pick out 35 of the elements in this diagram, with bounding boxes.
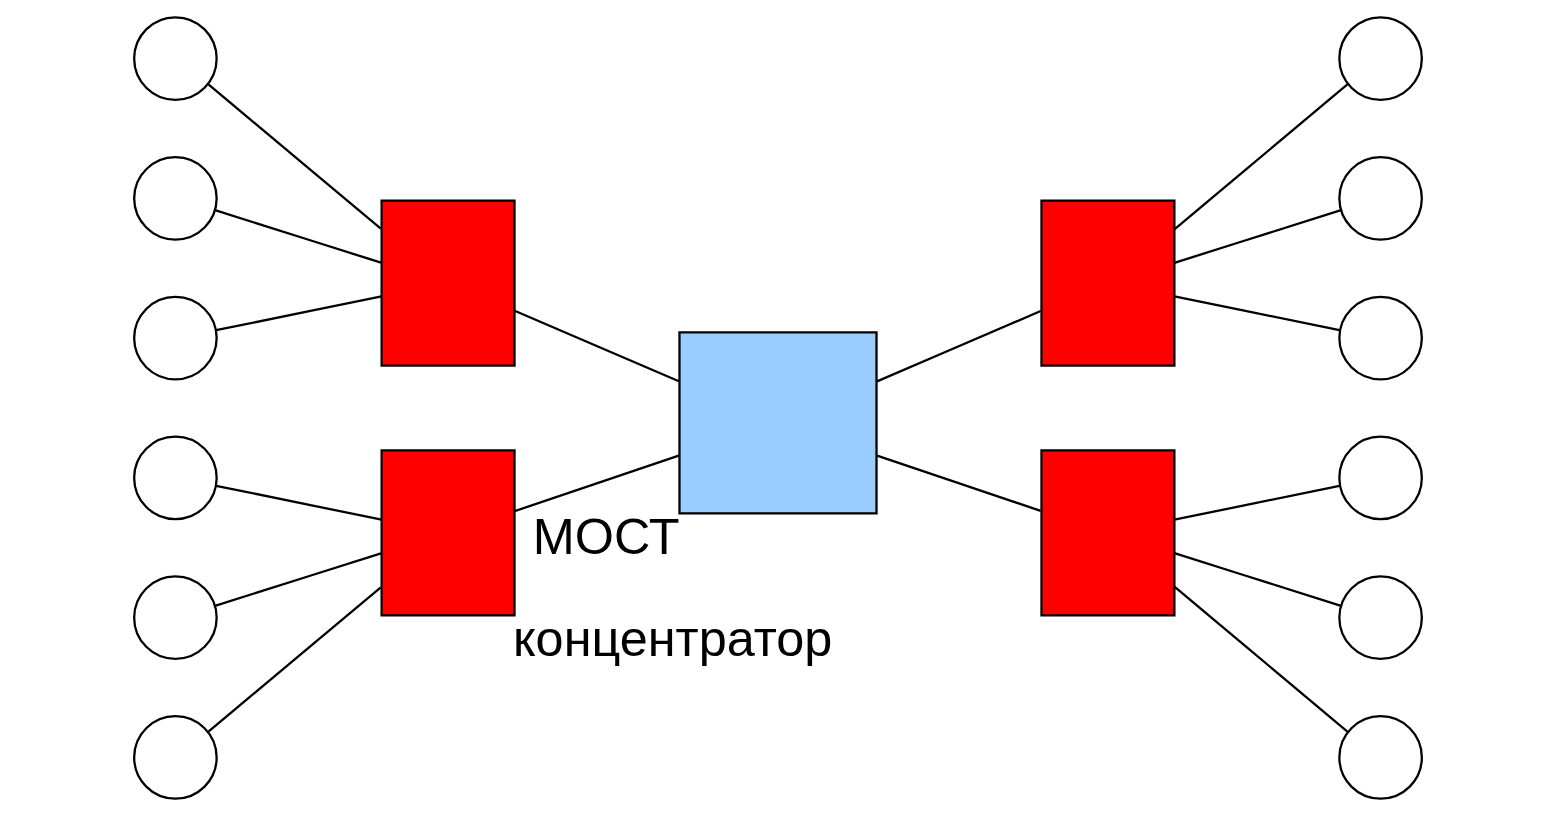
- node-box: [380, 199, 516, 367]
- connector: [214, 552, 382, 607]
- connector: [215, 484, 382, 521]
- connector: [215, 295, 382, 332]
- node-circle: [1338, 575, 1423, 661]
- node-label: МОСТ: [532, 507, 680, 565]
- node-circle: [1338, 155, 1423, 241]
- connector: [1174, 295, 1340, 332]
- node-box: [380, 449, 516, 617]
- node-label: концентратор: [513, 609, 833, 667]
- node-circle: [133, 435, 218, 521]
- node-circle: [1338, 435, 1423, 521]
- node-circle: [133, 155, 218, 241]
- node-circle: [133, 715, 218, 800]
- connector: [1173, 83, 1349, 231]
- connector: [514, 309, 680, 383]
- connector: [1174, 209, 1342, 264]
- connector: [207, 586, 382, 733]
- node-box: [1040, 199, 1176, 367]
- connector: [1174, 484, 1340, 521]
- node-circle: [1338, 715, 1423, 800]
- node-circle: [133, 295, 218, 381]
- connector: [876, 310, 1042, 383]
- node-circle: [133, 575, 218, 661]
- node-circle: [1338, 16, 1423, 101]
- connector: [214, 209, 382, 264]
- connector: [207, 83, 382, 230]
- connector: [876, 454, 1042, 512]
- connector: [1173, 585, 1349, 733]
- node-circle: [133, 16, 218, 101]
- node-box: [1040, 449, 1176, 617]
- node-box: [678, 331, 878, 515]
- connector: [1174, 552, 1342, 607]
- connector: [514, 454, 680, 513]
- node-circle: [1338, 295, 1423, 381]
